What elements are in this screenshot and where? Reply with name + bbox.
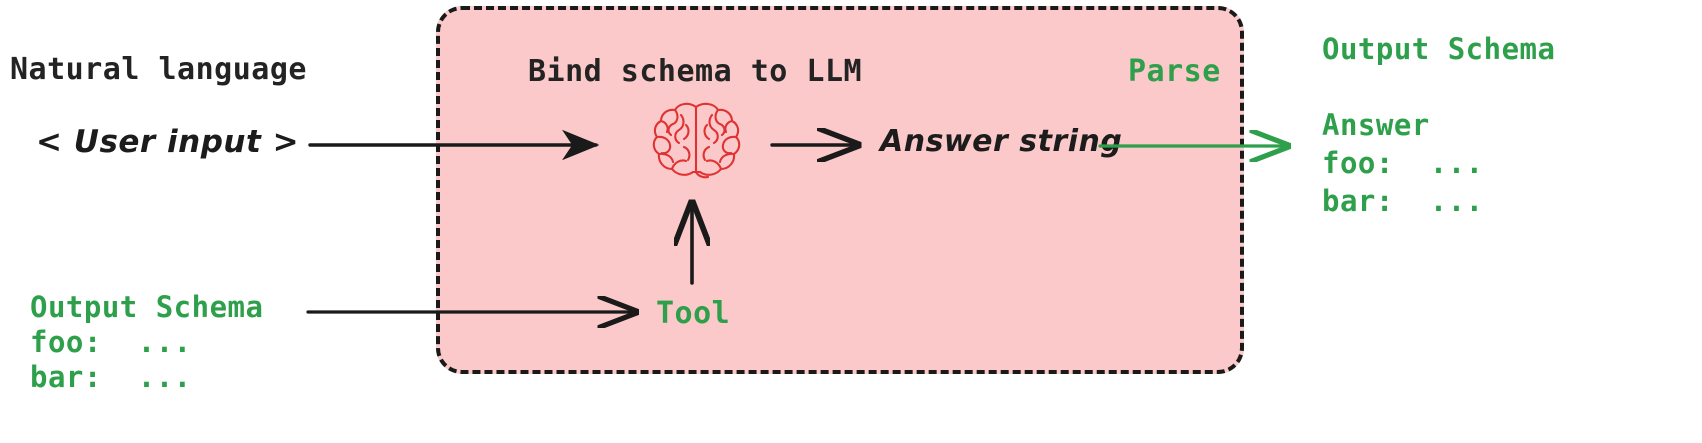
user-input-text: < User input >	[36, 124, 300, 160]
input-output-schema-block: Output Schema foo: ... bar: ...	[30, 290, 264, 394]
bind-schema-to-llm-label: Bind schema to LLM	[528, 54, 863, 89]
natural-language-label: Natural language	[10, 52, 307, 87]
output-schema-block: Output Schema Answer foo: ... bar: ...	[1322, 32, 1556, 218]
brain-icon	[652, 102, 741, 179]
answer-string-label: Answer string	[880, 124, 1123, 159]
tool-label: Tool	[656, 296, 731, 331]
parse-label: Parse	[1128, 54, 1221, 89]
